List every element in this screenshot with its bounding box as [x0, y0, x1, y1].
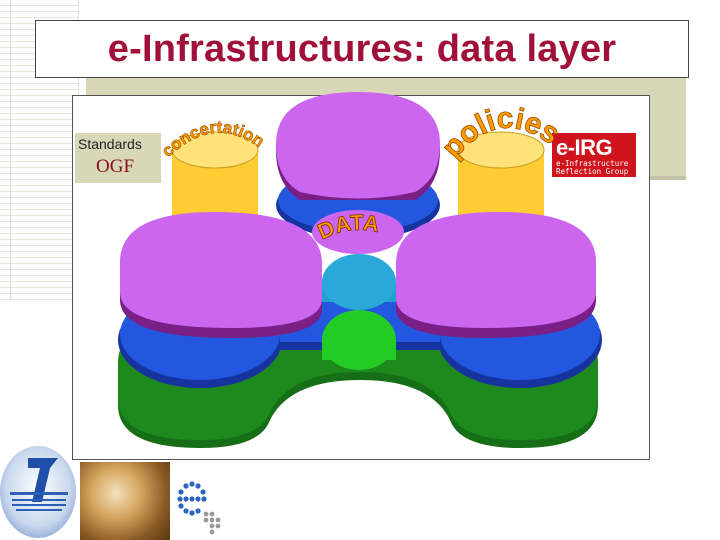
eirg-logo-subtitle-line1: e-Infrastructure	[556, 159, 629, 168]
ogf-label: OGF	[96, 156, 135, 177]
eirg-logo-subtitle-line2: Reflection Group	[556, 167, 629, 176]
center-lime-cylinder	[322, 310, 396, 370]
fiber-optic-photo	[80, 462, 170, 540]
violet-left-lobe	[120, 212, 322, 338]
eirg-logo-subtitle: e-Infrastructure Reflection Group	[556, 160, 628, 176]
center-cyan-cylinder	[322, 254, 396, 310]
violet-right-lobe	[396, 212, 596, 338]
eirg-logo: e-IRG e-Infrastructure Reflection Group	[552, 133, 636, 177]
violet-top-lobe	[276, 92, 440, 200]
standards-label: Standards	[78, 136, 142, 152]
fp7-logo-icon	[0, 446, 76, 538]
eirg-logo-main-text: e-IRG	[556, 135, 613, 160]
standards-box	[75, 133, 161, 183]
egee-logo-icon	[177, 481, 221, 535]
title-box: e-Infrastructures: data layer	[35, 20, 689, 78]
violet-center-hub	[312, 210, 404, 254]
page-title: e-Infrastructures: data layer	[107, 27, 617, 70]
